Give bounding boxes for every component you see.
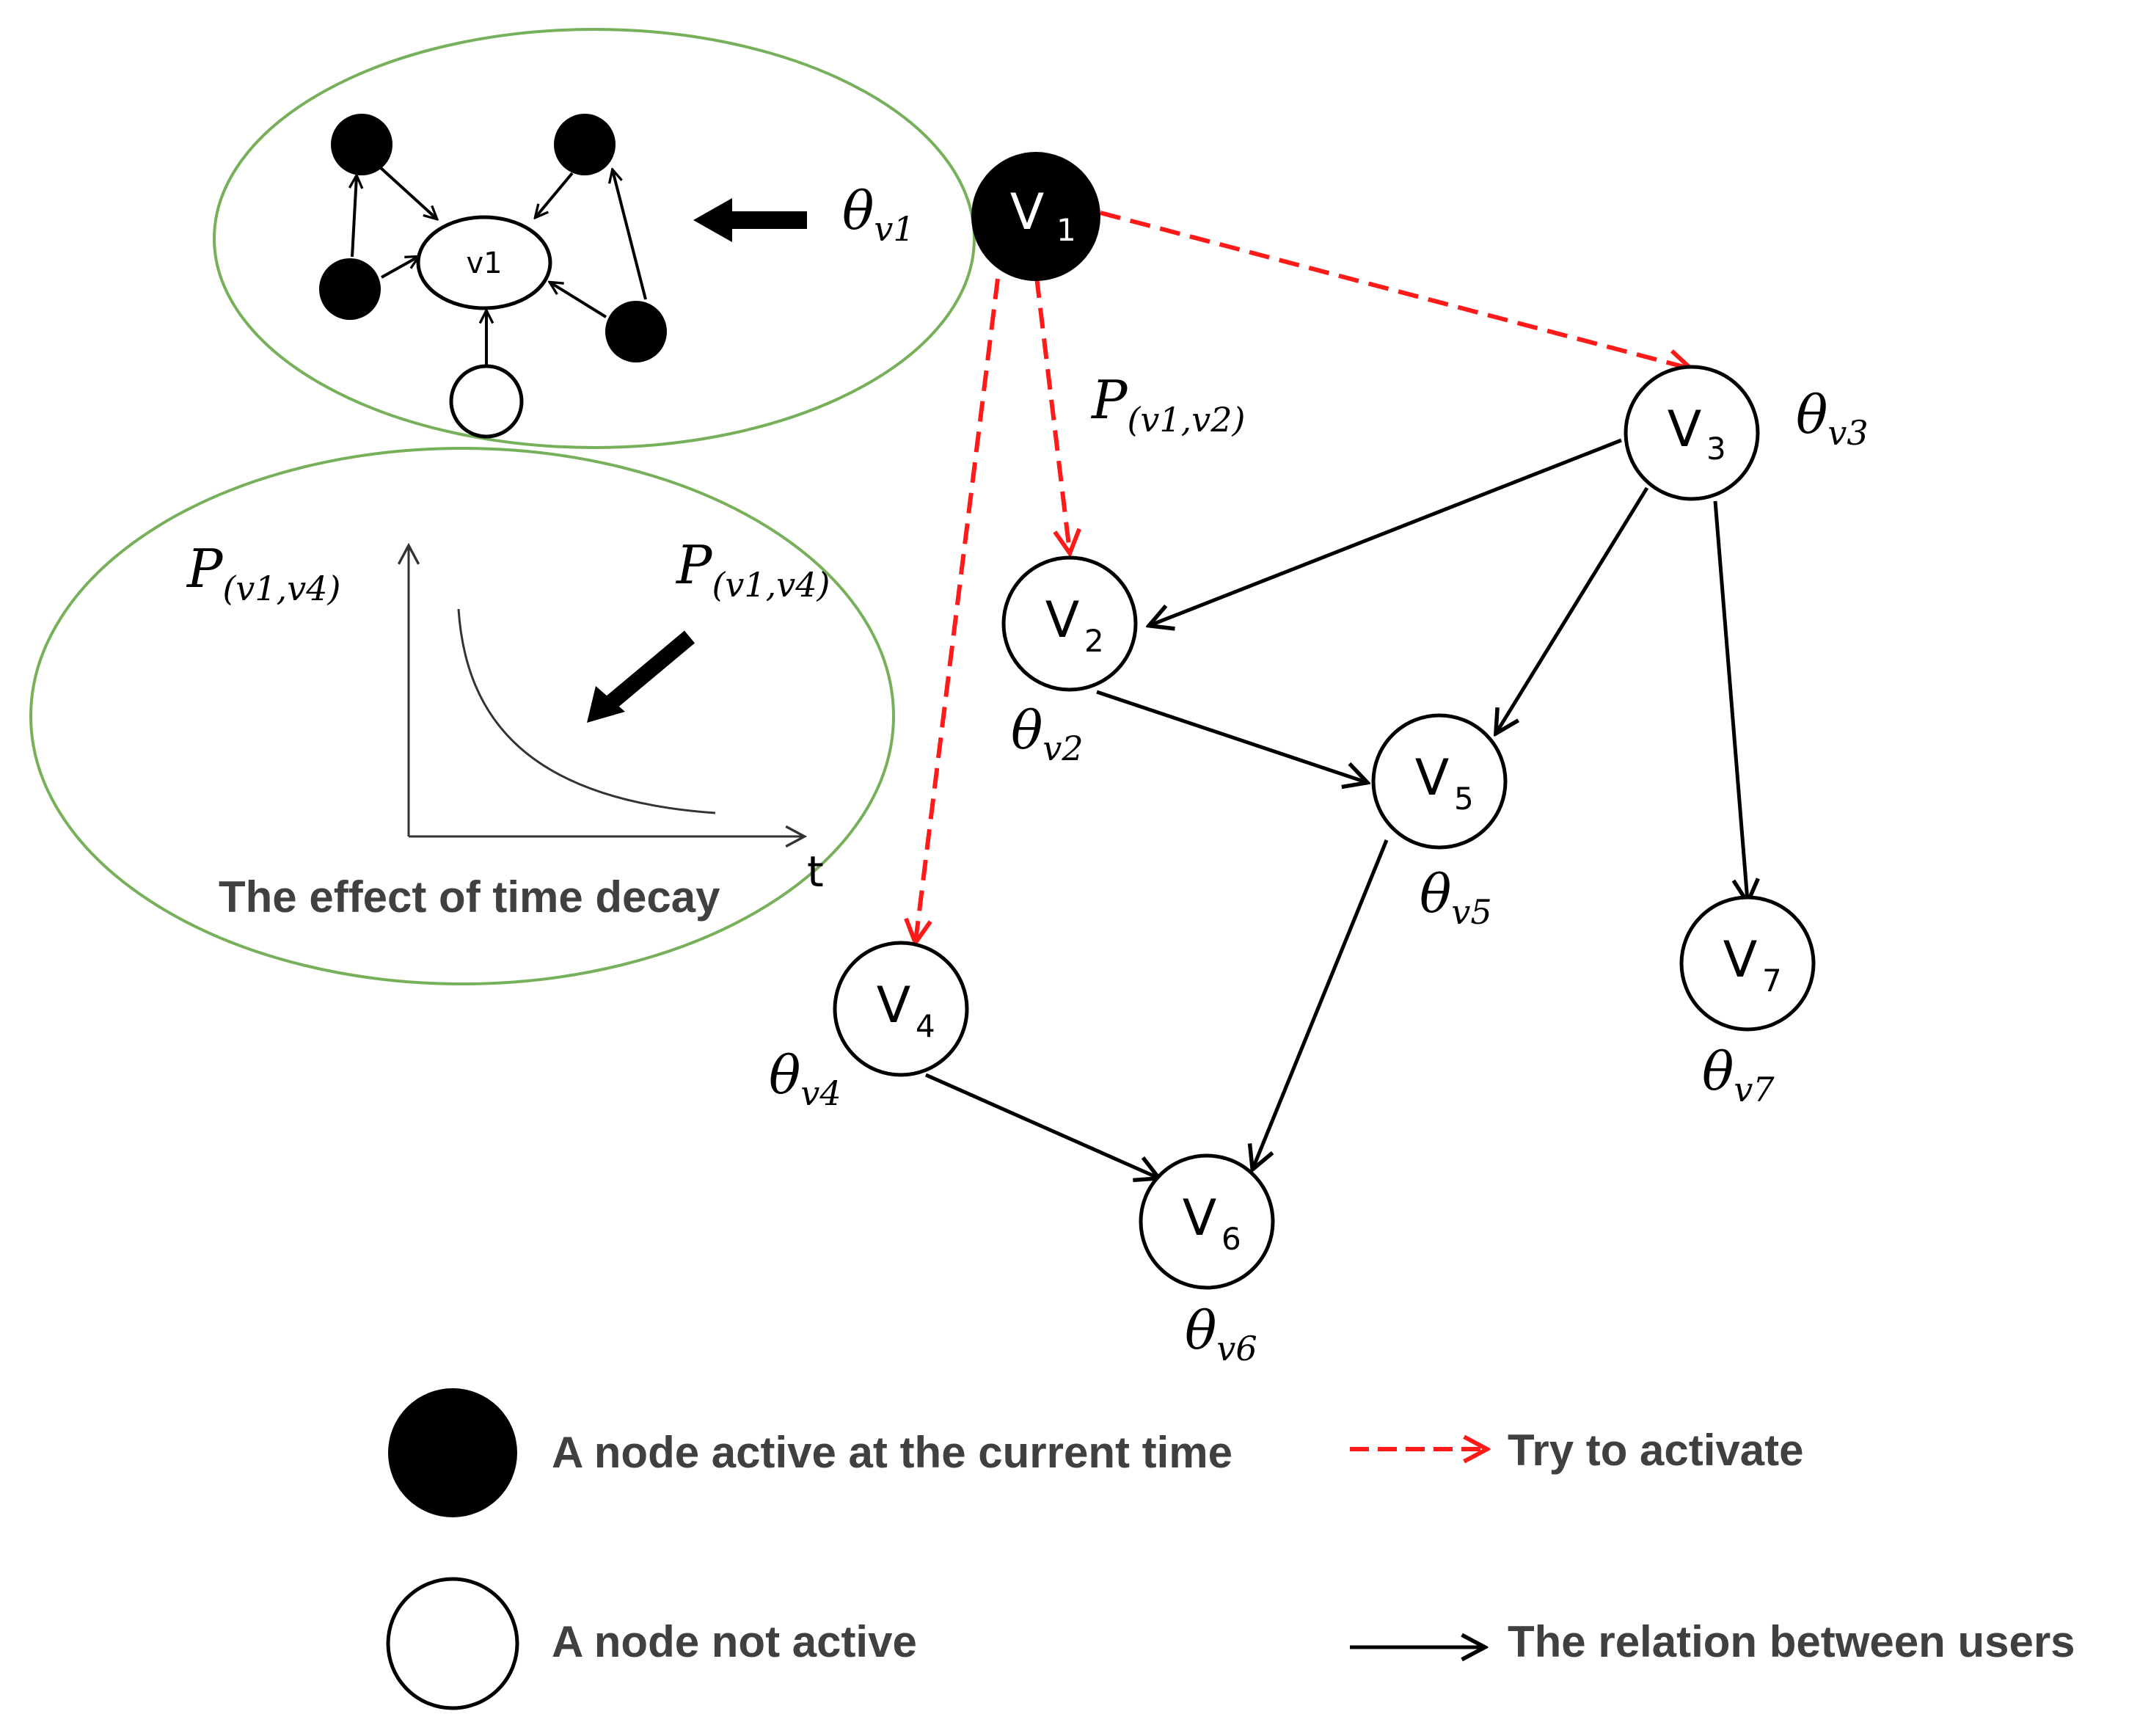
theta-v1: θv1	[842, 180, 915, 249]
node-v3-sub: 3	[1706, 431, 1726, 467]
big-arrow-left-icon	[693, 198, 807, 242]
legend-active-label: A node active at the current time	[552, 1428, 1232, 1477]
node-v1-label: V	[1010, 183, 1045, 241]
edge-v4-v6	[924, 1073, 1158, 1178]
legend-inactive-label: A node not active	[552, 1617, 917, 1666]
inset-node-v1-label: v1	[466, 247, 502, 280]
node-v3-label: V	[1668, 401, 1702, 459]
inset-bottom-time-decay: P(v1,v4) P(v1,v4) t The effect of time d…	[29, 447, 895, 985]
inset-node-active-1	[331, 114, 392, 175]
inset-arrow-a3-v1	[381, 257, 418, 279]
label-p-v1-v2: P(v1,v2)	[1090, 369, 1245, 440]
edge-try-v1-v4	[916, 278, 1000, 941]
inset-arrow-a4-a2	[613, 170, 647, 300]
inset-node-inactive-1	[449, 364, 524, 439]
node-v7-sub: 7	[1762, 963, 1782, 999]
node-v7: V 7	[1679, 895, 1816, 1032]
node-v7-label: V	[1723, 931, 1758, 989]
inset-node-active-3	[319, 258, 381, 320]
node-v5: V 5	[1371, 713, 1508, 850]
node-v2-label: V	[1045, 591, 1080, 649]
edge-v5-v6	[1253, 839, 1389, 1168]
node-v4-sub: 4	[916, 1008, 935, 1044]
edge-v3-v7	[1713, 500, 1748, 901]
edge-v3-v5	[1497, 486, 1649, 732]
theta-v4: θv4	[769, 1044, 841, 1113]
inset-node-active-2	[554, 114, 616, 175]
big-arrow-diagonal-icon	[587, 630, 695, 723]
theta-v5: θv5	[1420, 863, 1492, 932]
inset-top-neighborhood: v1	[213, 28, 976, 449]
y-axis-label: P(v1,v4)	[186, 538, 340, 608]
inset-arrow-a1-v1	[379, 166, 437, 219]
edge-v2-v5	[1096, 690, 1366, 782]
x-axis-label: t	[807, 847, 824, 897]
node-v2-sub: 2	[1084, 623, 1104, 659]
inset-node-active-4	[605, 301, 667, 362]
decay-curve	[457, 608, 716, 814]
legend-relation-label: The relation between users	[1508, 1617, 2075, 1666]
time-decay-caption: The effect of time decay	[219, 872, 720, 922]
theta-v6: θv6	[1185, 1299, 1257, 1368]
theta-v3: θv3	[1796, 384, 1869, 453]
node-v5-sub: 5	[1454, 781, 1474, 817]
node-v4: V 4	[833, 941, 969, 1077]
node-v6-sub: 6	[1221, 1221, 1241, 1257]
node-v3: V 3	[1624, 365, 1760, 501]
node-v6-label: V	[1183, 1189, 1217, 1247]
relation-edges	[924, 438, 1748, 1178]
inset-arrow-a3-a1	[352, 176, 357, 258]
legend-active-swatch	[388, 1388, 517, 1517]
node-v6: V 6	[1139, 1153, 1275, 1290]
node-v1-sub: 1	[1056, 212, 1076, 248]
legend: A node active at the current time A node…	[386, 1388, 2075, 1710]
theta-v7: θv7	[1702, 1040, 1775, 1109]
inset-top-ellipse	[213, 28, 976, 449]
inset-arrow-a2-v1	[536, 172, 574, 217]
theta-v2: θv2	[1011, 699, 1084, 768]
node-v4-label: V	[877, 977, 911, 1035]
node-v2: V 2	[1001, 555, 1138, 692]
curve-label: P(v1,v4)	[675, 534, 830, 605]
node-v5-label: V	[1415, 749, 1450, 807]
edge-v3-v2	[1150, 438, 1622, 625]
inset-bottom-ellipse	[29, 447, 895, 985]
legend-try-label: Try to activate	[1508, 1426, 1804, 1475]
try-activate-edges	[916, 211, 1690, 941]
edge-try-v1-v2	[1034, 277, 1070, 552]
legend-inactive-swatch	[386, 1577, 519, 1710]
edge-try-v1-v3	[1100, 211, 1690, 368]
node-v1: V 1	[971, 152, 1100, 281]
inset-arrow-a4-v1	[550, 282, 607, 318]
